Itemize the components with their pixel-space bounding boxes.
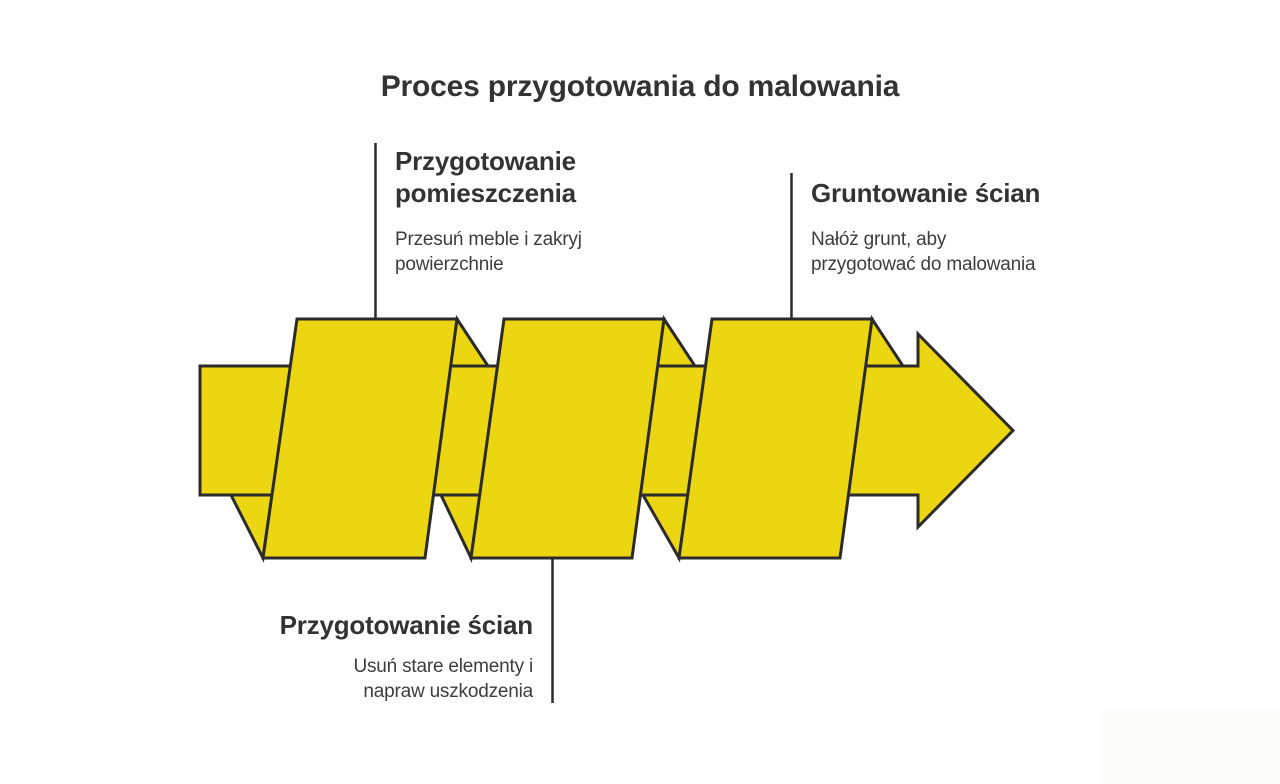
- step-1-desc-line-2: powierzchnie: [395, 254, 504, 275]
- step-2-desc-line-1: Nałóż grunt, aby: [811, 229, 947, 250]
- step-1-title-line-1: Przygotowanie: [395, 146, 576, 176]
- step-2-label: Gruntowanie ścian Nałóż grunt, aby przyg…: [811, 177, 1111, 277]
- watermark-area: [1102, 710, 1280, 784]
- step-3-desc-line-2: napraw uszkodzenia: [363, 681, 533, 702]
- step-3-title-line-1: Przygotowanie ścian: [279, 610, 534, 640]
- step-1-title-line-2: pomieszczenia: [395, 178, 576, 208]
- step-2-title-line-1: Gruntowanie ścian: [811, 178, 1041, 208]
- step-1-label: Przygotowanie pomieszczenia Przesuń mebl…: [395, 145, 635, 277]
- step-1-title: Przygotowanie pomieszczenia: [395, 145, 635, 209]
- step-2-description: Nałóż grunt, aby przygotować do malowani…: [811, 227, 1111, 277]
- step-2-title: Gruntowanie ścian: [811, 177, 1111, 209]
- fold-panel-step-3: [677, 317, 874, 560]
- step-3-label: Przygotowanie ścian Usuń stare elementy …: [253, 609, 534, 704]
- page-title: Proces przygotowania do malowania: [380, 70, 900, 103]
- step-3-title: Przygotowanie ścian: [253, 609, 534, 641]
- step-3-desc-line-1: Usuń stare elementy i: [353, 656, 533, 677]
- step-1-desc-line-1: Przesuń meble i zakryj: [395, 229, 582, 250]
- step-3-description: Usuń stare elementy i napraw uszkodzenia: [253, 654, 533, 704]
- step-1-description: Przesuń meble i zakryj powierzchnie: [395, 227, 635, 277]
- step-2-desc-line-2: przygotować do malowania: [811, 254, 1036, 275]
- fold-panel-step-2: [469, 317, 666, 560]
- fold-panel-step-1: [261, 317, 459, 560]
